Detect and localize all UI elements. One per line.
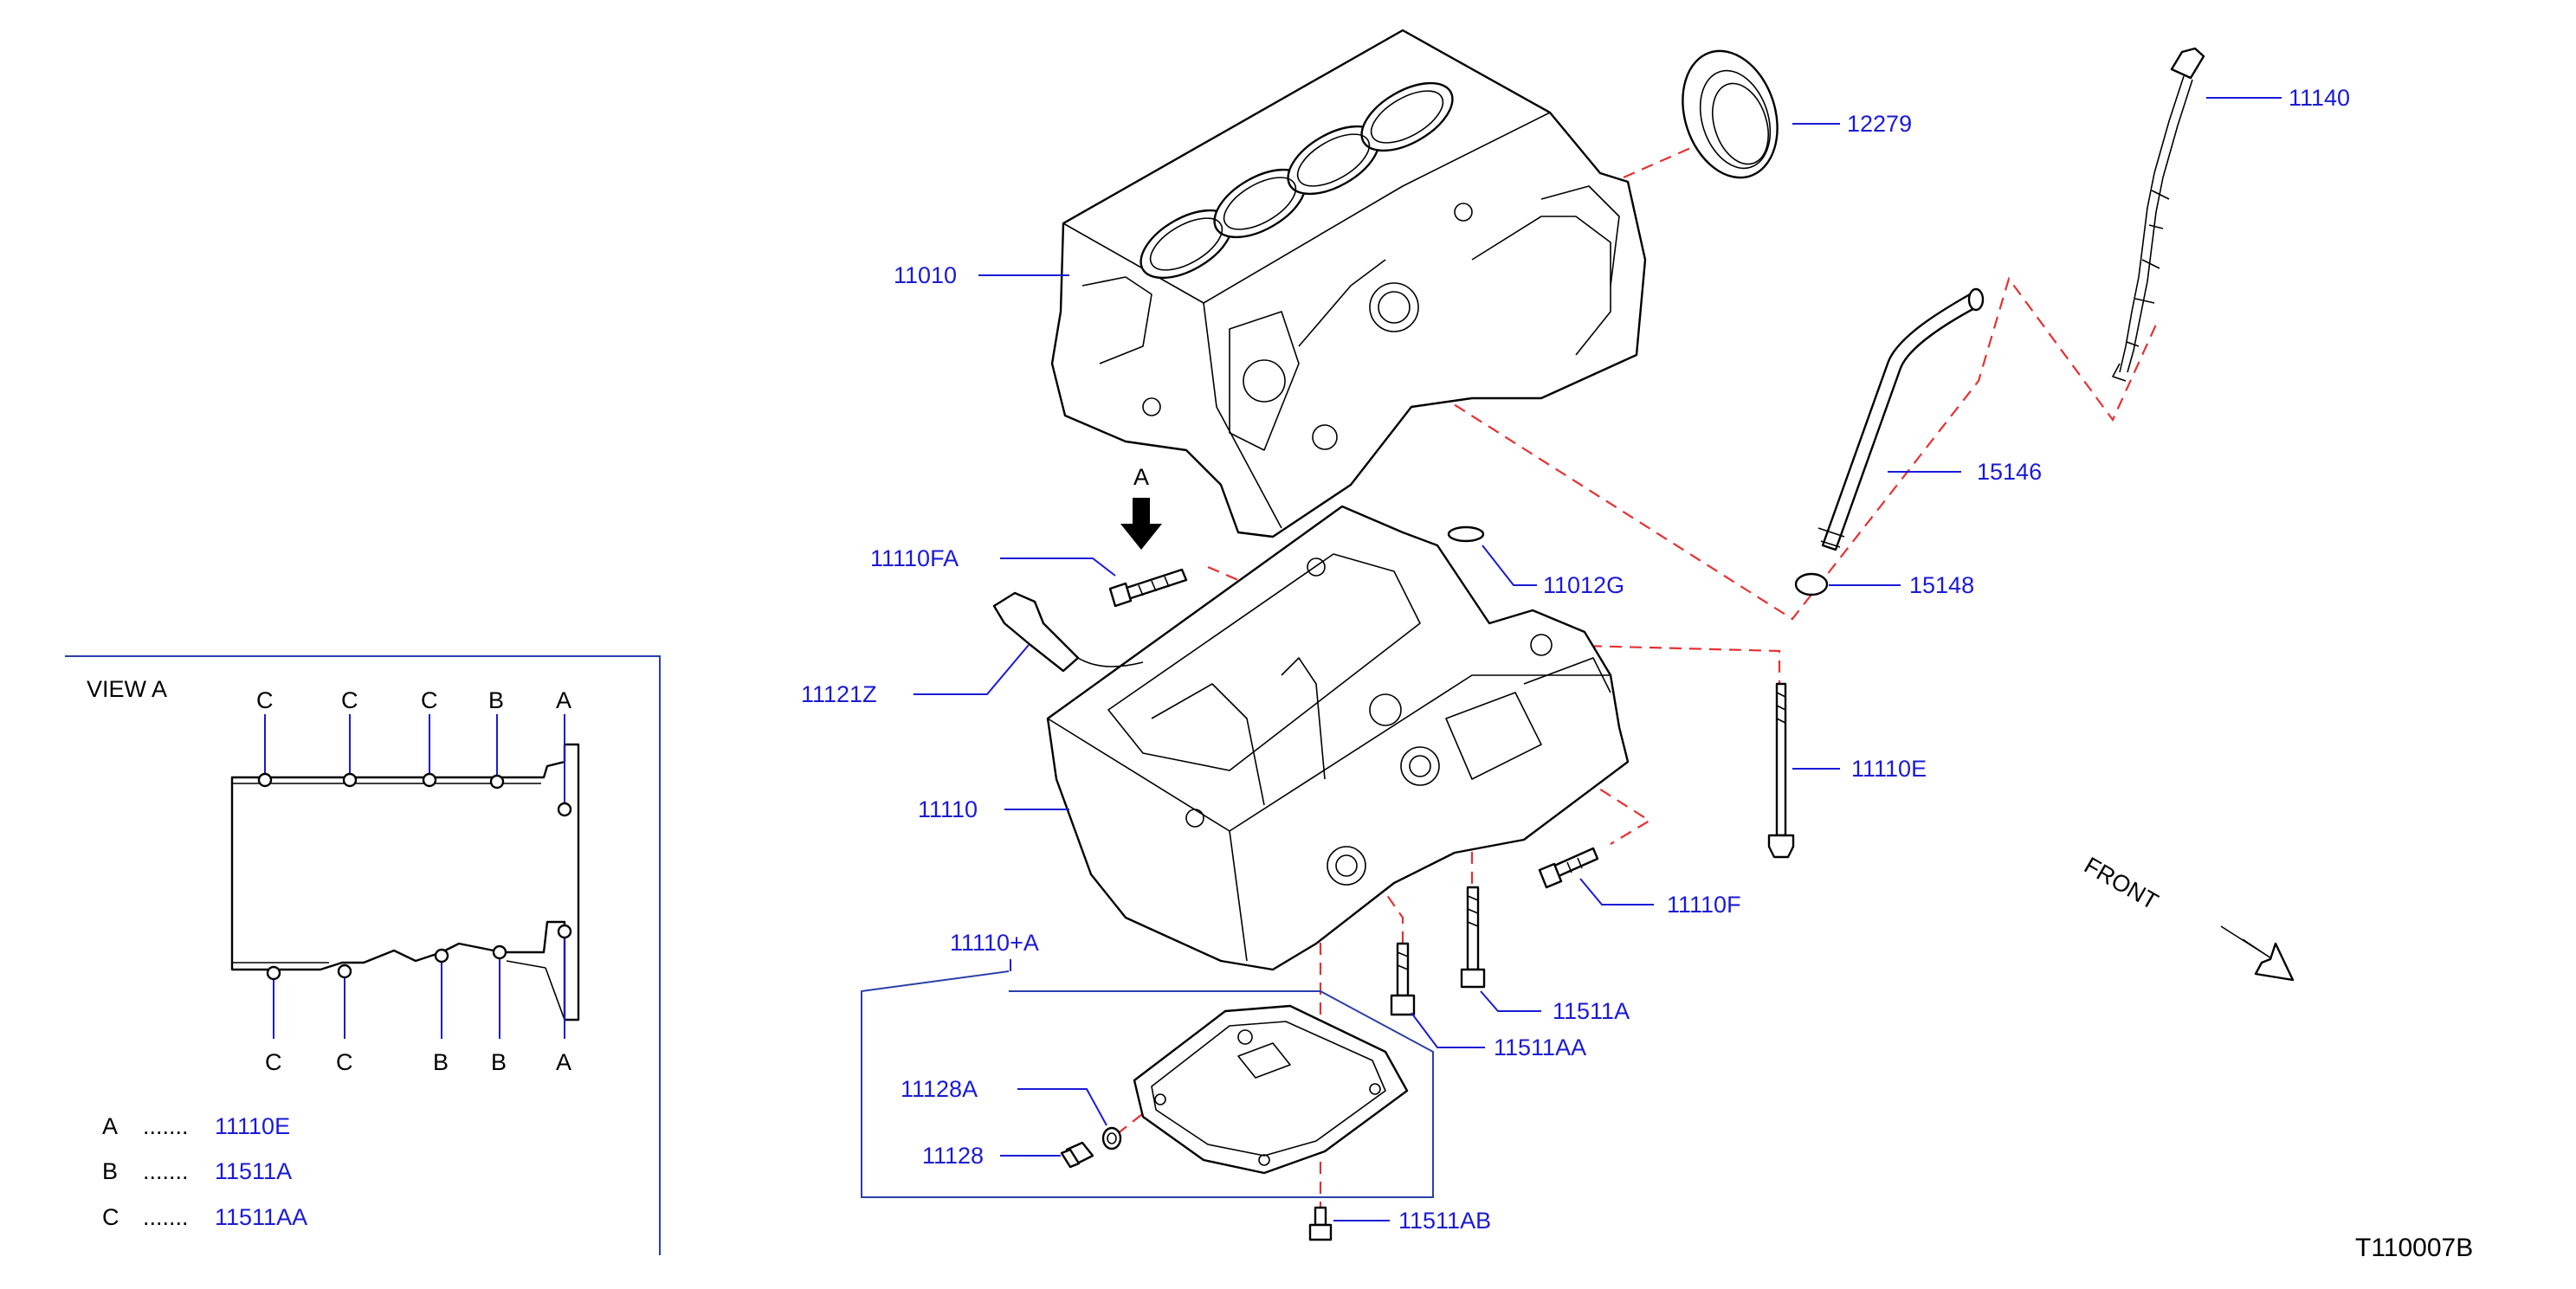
label-11511A[interactable]: 11511A [1553,998,1630,1024]
legend-part-b[interactable]: 11511A [215,1158,292,1184]
view-a-top-letter-2: C [341,687,358,713]
drain-plug[interactable] [1060,1141,1094,1169]
label-11012G[interactable]: 11012G [1543,572,1624,598]
legend-dots-b: ....... [143,1158,189,1184]
label-11110E[interactable]: 11110E [1851,756,1927,782]
small-gasket[interactable] [1447,525,1485,543]
view-a-bottom-letter-2: C [336,1049,353,1075]
view-arrow-letter: A [1133,464,1149,490]
oil-tube[interactable] [1817,287,1985,551]
legend-dots-a: ....... [143,1113,189,1139]
bolt-11511AB[interactable] [1308,1206,1333,1241]
label-12279[interactable]: 12279 [1847,111,1912,137]
view-a-panel: VIEW A C C C B A [65,655,661,1255]
legend-part-c[interactable]: 11511AA [215,1204,307,1230]
view-a-top-letter-3: C [421,687,438,713]
bolt-11511A[interactable] [1460,886,1486,989]
oil-pan-assembly-box [861,970,1434,1198]
label-11140[interactable]: 11140 [2289,85,2350,111]
view-a-arrow: A [1120,464,1162,550]
lower-cylinder-block[interactable] [1046,505,1630,971]
view-a-top-letter-1: C [256,687,274,713]
label-11110F[interactable]: 11110F [1667,892,1741,918]
front-arrow-head-icon [2254,942,2295,982]
legend-key-b: B [102,1158,118,1184]
cylinder-block[interactable] [1050,29,1647,538]
view-a-bottom-letter-1: C [265,1049,282,1075]
part-labels: 12279 11140 11010 15146 15148 11110FA 11… [801,85,2350,1234]
callout-leaders [914,97,2282,1221]
bolt-11110F[interactable] [1538,847,1599,889]
label-11110[interactable]: 11110 [918,796,978,822]
label-11121Z[interactable]: 11121Z [801,681,877,707]
label-15146[interactable]: 15146 [1977,459,2042,485]
label-11110FA[interactable]: 11110FA [870,545,959,571]
view-a-top-letter-5: A [556,687,571,713]
rear-oil-seal[interactable] [1667,39,1792,190]
label-11010[interactable]: 11010 [894,262,957,288]
view-a-flange [506,960,565,1021]
bolt-11110FA[interactable] [1108,568,1188,608]
oil-sensor[interactable] [992,591,1144,673]
label-11110-plus-A[interactable]: 11110+A [950,930,1039,956]
legend-key-a: A [102,1113,118,1139]
view-a-plan-outline [230,743,580,1022]
view-a-top-holes [257,714,572,817]
view-a-bottom-letter-5: A [556,1049,571,1075]
legend-part-a[interactable]: 11110E [215,1113,290,1139]
view-a-top-letter-4: B [488,687,504,713]
view-a-bottom-letter-4: B [491,1049,507,1075]
diagram-id: T110007B [2355,1234,2473,1262]
label-11128A[interactable]: 11128A [901,1076,978,1102]
view-a-legend: A ....... 11110E B ....... 11511A C ....… [102,1113,307,1230]
label-11511AA[interactable]: 11511AA [1494,1034,1586,1060]
legend-key-c: C [102,1204,119,1230]
bolt-11110E[interactable] [1767,682,1795,859]
view-arrow-icon [1120,498,1162,550]
drain-plug-washer[interactable] [1101,1126,1122,1150]
label-11128[interactable]: 11128 [922,1143,984,1169]
label-15148[interactable]: 15148 [1909,572,1974,598]
front-label: FRONT [2080,852,2163,914]
view-a-frame [65,655,661,1255]
o-ring[interactable] [1794,572,1829,596]
front-indicator: FRONT [2080,852,2295,982]
oil-pan[interactable] [1133,1004,1409,1175]
view-a-bottom-letter-3: B [433,1049,449,1075]
label-11511AB[interactable]: 11511AB [1398,1208,1491,1234]
legend-dots-c: ....... [143,1204,189,1230]
oil-level-gauge[interactable] [2112,47,2205,382]
view-a-title: VIEW A [87,676,167,702]
view-a-inner-lines [232,783,541,964]
bolt-11511AA[interactable] [1390,942,1416,1016]
view-a-bottom-holes [266,924,572,1039]
